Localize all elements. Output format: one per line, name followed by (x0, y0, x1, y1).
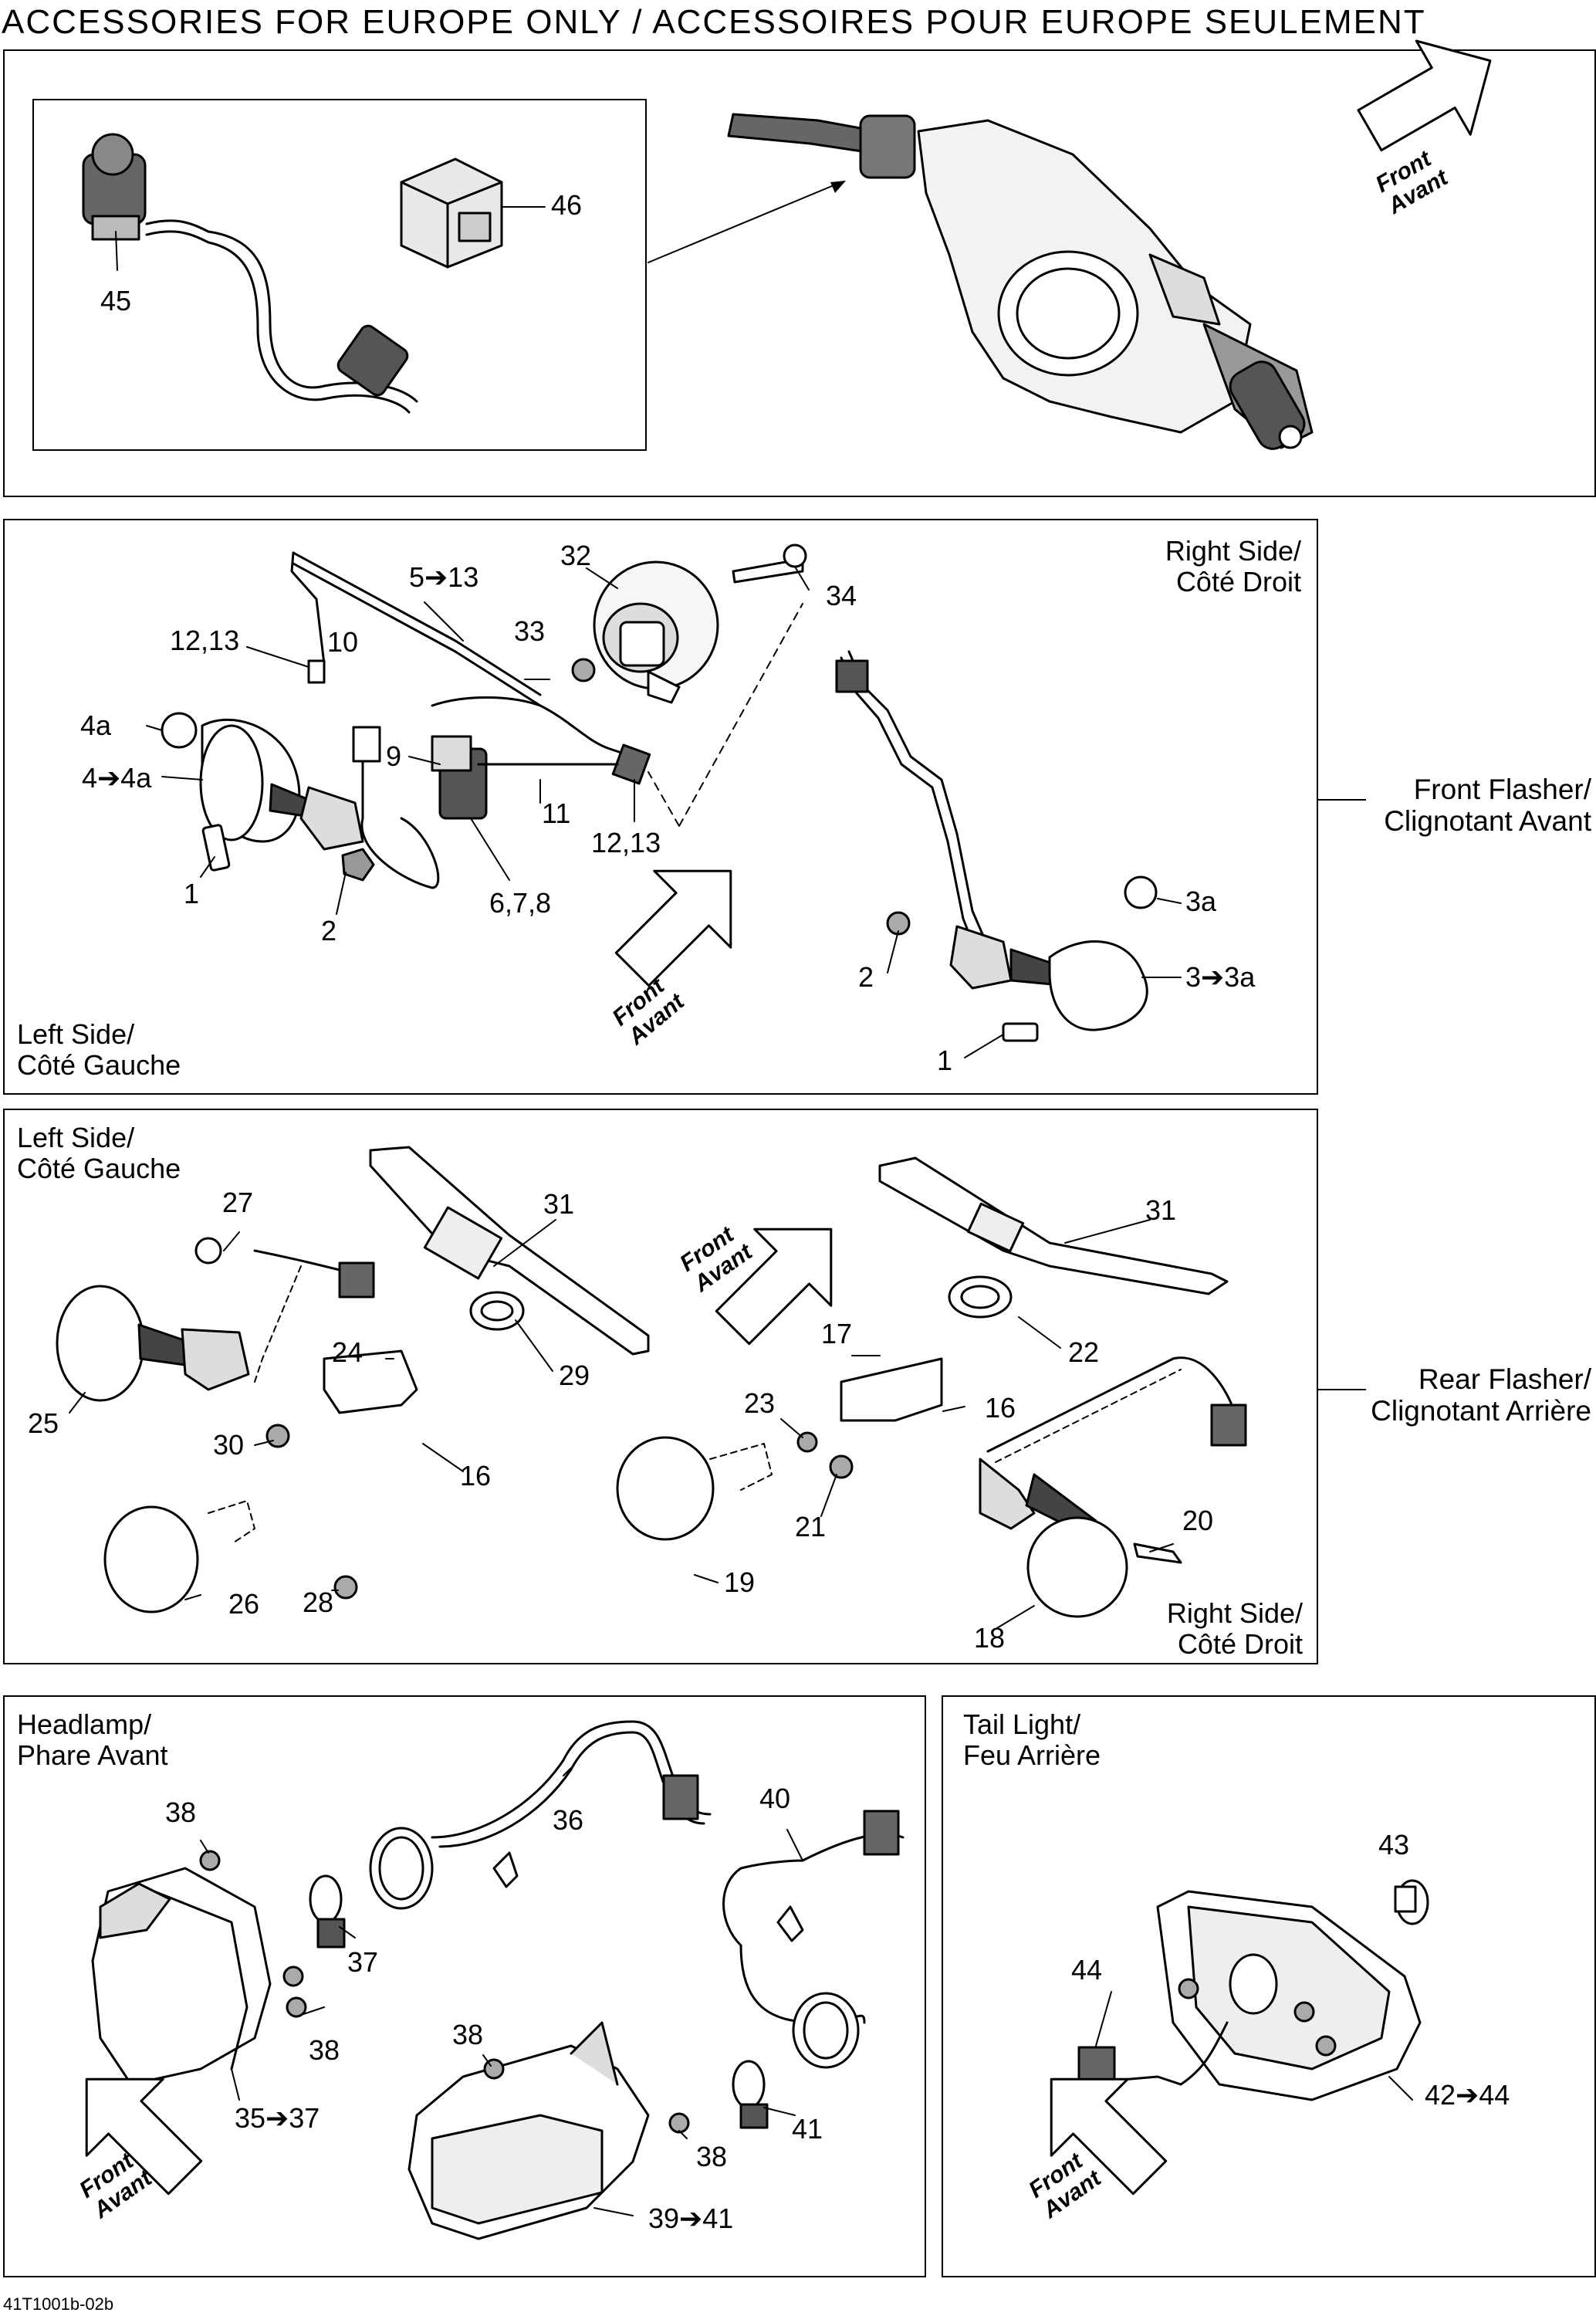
part-label-41: 41 (792, 2113, 823, 2145)
tail-light-header: Tail Light/ Feu Arrière (963, 1708, 1101, 1772)
front-flasher-left (161, 712, 375, 882)
part-label-12-13-a: 12,13 (170, 625, 240, 656)
part-label-25: 25 (28, 1407, 59, 1439)
part-label-33: 33 (514, 615, 546, 647)
part-label-38-a: 38 (165, 1796, 197, 1828)
diagram-code: 41T1001b-02b (3, 2294, 114, 2314)
front-flasher-left-side-header: Left Side/ Côté Gauche (17, 1018, 181, 1082)
part-label-20: 20 (1182, 1505, 1214, 1536)
rear-flasher-left-side-header: Left Side/ Côté Gauche (17, 1122, 181, 1185)
front-arrow-headlamp-text: Front Avant (75, 2148, 157, 2224)
relay-46 (400, 157, 541, 269)
part-label-6-7-8: 6,7,8 (489, 887, 552, 919)
headlamp-35 (91, 1850, 307, 2086)
part-label-10: 10 (327, 626, 359, 658)
headlamp-harness-40 (722, 1810, 905, 2129)
part-label-30: 30 (213, 1429, 245, 1461)
rear-flasher-right-side-header: Right Side/ Côté Droit (1166, 1597, 1303, 1661)
tail-light-bulb-43 (1394, 1879, 1429, 1925)
part-label-38-b: 38 (309, 2034, 340, 2066)
part-label-36: 36 (553, 1804, 584, 1836)
part-label-28: 28 (303, 1586, 334, 1618)
part-label-3-3a: 3➔3a (1185, 961, 1256, 993)
part-label-5-13: 5➔13 (409, 561, 479, 593)
part-label-4a: 4a (80, 709, 112, 741)
part-label-38-d: 38 (696, 2141, 728, 2172)
front-arrow-headlamp (85, 2077, 203, 2196)
headlamp-header: Headlamp/ Phare Avant (17, 1708, 168, 1772)
part-label-27: 27 (222, 1187, 254, 1218)
panel-handlebar-accessories (3, 49, 1596, 497)
part-label-11: 11 (542, 797, 571, 829)
part-label-9: 9 (386, 740, 402, 772)
part-label-39-41: 39➔41 (648, 2203, 734, 2234)
part-label-35-37: 35➔37 (235, 2102, 320, 2134)
front-arrow-top-text: Front Avant (1371, 145, 1453, 219)
part-label-12-13-b: 12,13 (591, 827, 661, 858)
part-label-37: 37 (347, 1946, 379, 1978)
tail-light-42 (1156, 1890, 1422, 2101)
panel-tail-light (942, 1695, 1596, 2277)
part-label-38-c: 38 (452, 2019, 484, 2050)
part-label-31-left: 31 (543, 1188, 575, 1220)
part-label-42-44: 42➔44 (1425, 2079, 1510, 2111)
part-label-29: 29 (559, 1359, 590, 1391)
front-flasher-right-side-header: Right Side/ Côté Droit (1165, 535, 1301, 598)
headlamp-bulb-37 (309, 1827, 434, 1949)
inset-switch-harness (32, 99, 647, 451)
part-label-43: 43 (1378, 1829, 1410, 1861)
part-label-1-right: 1 (937, 1045, 953, 1076)
rear-flasher-label: Rear Flasher/ Clignotant Arrière (1371, 1363, 1591, 1427)
part-label-32: 32 (560, 540, 592, 571)
headlamp-harness-36 (431, 1720, 712, 1888)
front-harness (290, 551, 651, 889)
front-arrow-tail-text: Front Avant (1024, 2148, 1107, 2224)
part-label-1-left: 1 (184, 878, 200, 909)
leader-lines (69, 206, 1413, 2216)
part-label-26: 26 (228, 1588, 260, 1620)
part-label-40: 40 (759, 1783, 791, 1814)
rear-flasher-right (616, 1275, 1247, 1618)
front-arrow-top (1357, 39, 1492, 152)
flasher-unit-32 (571, 543, 807, 704)
part-label-3a: 3a (1185, 885, 1217, 917)
front-arrow-rear (715, 1227, 833, 1346)
page-title: ACCESSORIES FOR EUROPE ONLY / ACCESSOIRE… (2, 3, 1426, 41)
part-label-34: 34 (826, 580, 857, 611)
part-label-18: 18 (974, 1622, 1006, 1654)
part-label-2-right: 2 (858, 961, 874, 993)
headlamp-39 (407, 2021, 690, 2240)
rear-flasher-left (56, 1237, 525, 1613)
part-label-24: 24 (332, 1336, 363, 1368)
panel-front-flasher (3, 519, 1318, 1095)
front-arrow-flasher (614, 869, 732, 987)
panel-rear-flasher (3, 1109, 1318, 1664)
part-label-46: 46 (551, 189, 583, 221)
front-flasher-label: Front Flasher/ Clignotant Avant (1384, 774, 1591, 838)
front-arrow-flasher-text: Front Avant (607, 973, 690, 1051)
part-label-45: 45 (100, 285, 132, 317)
front-flasher-right (835, 650, 1158, 1042)
part-label-2-left: 2 (321, 915, 337, 946)
rear-bracket-31-right (878, 1156, 1229, 1295)
front-arrow-rear-text: Front Avant (675, 1221, 758, 1298)
rear-bracket-31-left (369, 1146, 650, 1356)
part-label-19: 19 (724, 1566, 756, 1598)
part-label-16-left: 16 (460, 1460, 492, 1492)
handlebar-assembly (727, 113, 1314, 450)
part-label-4-4a: 4➔4a (82, 762, 152, 794)
part-label-31-right: 31 (1145, 1194, 1177, 1226)
part-label-44: 44 (1071, 1954, 1103, 1986)
part-label-22: 22 (1068, 1336, 1100, 1368)
panel-headlamp (3, 1695, 926, 2277)
part-label-23: 23 (744, 1387, 776, 1419)
part-label-21: 21 (795, 1511, 827, 1542)
front-arrow-tail (1050, 2077, 1168, 2196)
part-label-17: 17 (821, 1318, 853, 1349)
part-label-16-right: 16 (985, 1392, 1016, 1424)
